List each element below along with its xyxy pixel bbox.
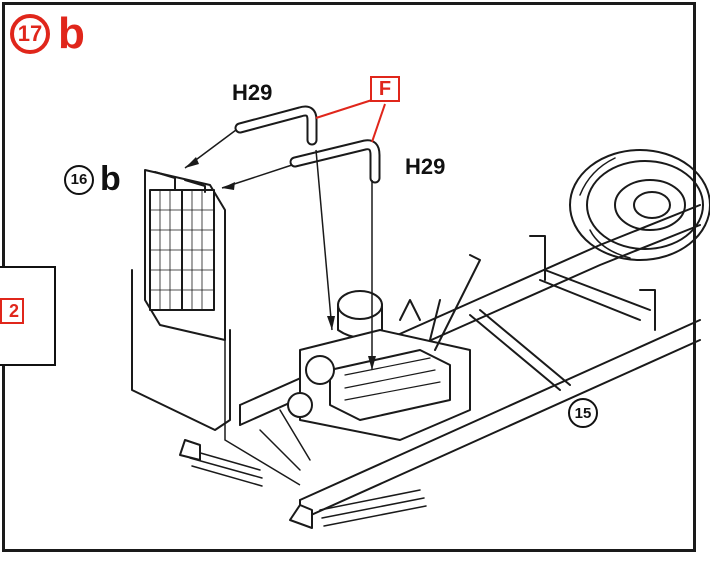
diagram-frame <box>2 2 696 552</box>
step-suffix: b <box>58 9 85 58</box>
lower-hose <box>289 139 381 184</box>
upper-hose <box>234 105 318 146</box>
hose-label-lower: H29 <box>405 154 446 179</box>
adjacent-step-box: 2 <box>0 266 56 366</box>
spare-tire <box>569 149 710 261</box>
hose-label-upper: H29 <box>232 80 273 105</box>
side-part-tag: 2 <box>0 298 24 324</box>
part-f-tag: F <box>370 76 400 102</box>
part-f-leaders <box>315 99 386 143</box>
step-indicator: 17 b <box>10 9 85 58</box>
chassis-reference: 15 <box>568 398 598 428</box>
radiator-ref-suffix: b <box>100 160 121 198</box>
leaf-springs <box>179 439 427 529</box>
arrow-heads <box>185 157 376 370</box>
radiator <box>131 169 231 431</box>
step-number: 17 <box>10 14 50 54</box>
engine <box>259 254 481 471</box>
radiator-ref-number: 16 <box>64 164 94 195</box>
radiator-reference: 16 b <box>64 160 121 199</box>
chassis-ref-number: 15 <box>568 398 598 428</box>
